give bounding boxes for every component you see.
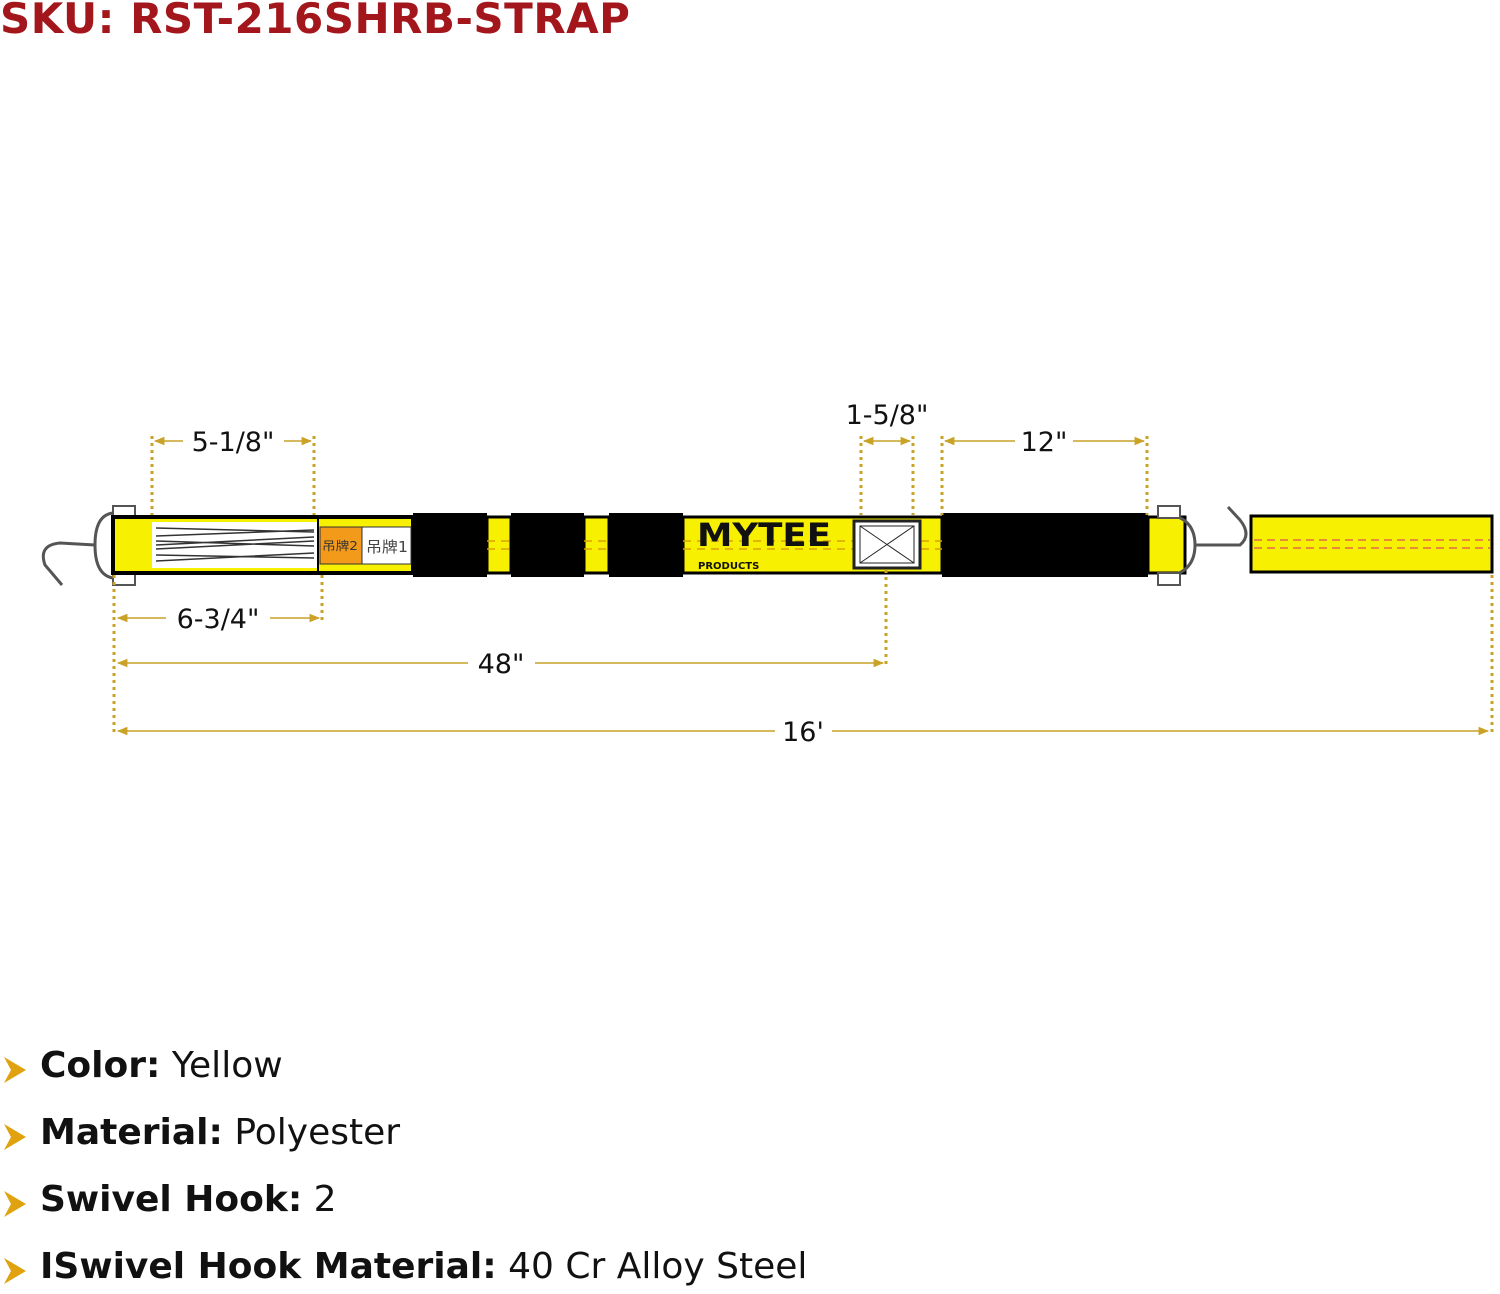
tag-white-label: 吊牌1 — [366, 538, 408, 556]
chevron-bullet-icon — [4, 1191, 26, 1217]
chevron-bullet-icon — [4, 1057, 26, 1083]
buckle-box — [852, 519, 922, 570]
dim-buckle: 1-5/8" — [846, 400, 929, 431]
chevron-bullet-icon — [4, 1258, 26, 1284]
dim-sleeve: 12" — [1021, 427, 1068, 458]
chevron-bullet-icon — [4, 1124, 26, 1150]
sleeve-1 — [413, 513, 487, 577]
sleeve-2 — [511, 513, 584, 577]
dim-to-buckle: 48" — [478, 649, 525, 680]
right-hook-icon — [1157, 505, 1248, 586]
brand-logo: MYTEE — [697, 516, 831, 554]
dim-webbing: 5-1/8" — [192, 427, 275, 458]
sleeve-12in — [942, 513, 1148, 577]
brand-sub-label: PRODUCTS — [698, 561, 759, 572]
strap-right-section — [1249, 514, 1494, 574]
dim-total: 16' — [782, 717, 824, 748]
dim-end-to-tag: 6-3/4" — [177, 604, 260, 635]
sleeve-3 — [609, 513, 683, 577]
strap-left-section: 吊牌2 吊牌1 — [111, 515, 415, 575]
tag-orange-label: 吊牌2 — [322, 539, 358, 553]
sku-title: SKU: RST-216SHRB-STRAP — [0, 0, 631, 43]
